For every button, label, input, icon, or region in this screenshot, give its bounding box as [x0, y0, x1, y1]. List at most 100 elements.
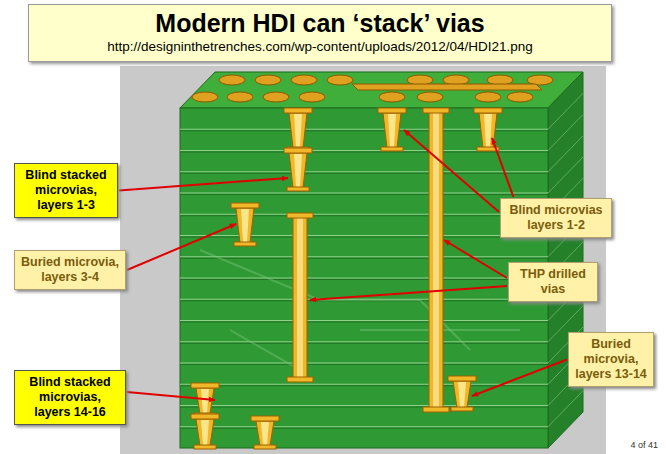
layer-line	[180, 258, 548, 259]
layer-line	[180, 235, 548, 236]
leader-arrow	[444, 240, 507, 278]
layer-line	[180, 364, 548, 365]
microvia	[284, 148, 312, 191]
layer-line	[180, 428, 548, 429]
callout-box: Buried microvia, layers 3-4	[14, 250, 126, 290]
layer-line	[548, 115, 583, 151]
callout-box: Blind stacked microvias, layers 1-3	[14, 163, 118, 218]
top-trace	[352, 84, 542, 90]
top-pad	[327, 75, 353, 85]
via-pad	[378, 108, 406, 113]
layer-line	[180, 215, 548, 216]
callout-box: Buried microvia, layers 13-14	[568, 332, 654, 387]
layer-line	[180, 300, 548, 301]
layer-line	[180, 171, 548, 172]
layer-line	[180, 237, 548, 238]
layer-line	[180, 426, 548, 427]
via-pad	[191, 383, 219, 388]
via-core	[458, 382, 466, 407]
layer-line	[180, 363, 548, 364]
via-pad	[381, 147, 403, 151]
via-pad	[423, 407, 449, 412]
layer-line	[180, 384, 548, 385]
microvia	[251, 416, 279, 449]
leader-arrow	[127, 224, 236, 270]
layer-line	[180, 407, 548, 408]
callout-text: THP drilled vias	[514, 267, 592, 297]
inner-trace	[230, 330, 300, 370]
via-pad	[448, 376, 476, 381]
via-barrel	[383, 113, 401, 148]
via-barrel	[256, 421, 274, 446]
via-barrel	[293, 215, 307, 380]
layer-line	[180, 256, 548, 257]
top-pad	[507, 92, 533, 102]
via-pad	[254, 445, 276, 449]
layer-line	[180, 343, 548, 344]
layer-line	[180, 385, 548, 386]
drilled-via	[287, 213, 313, 382]
source-url: http://designinthetrenches.com/wp-conten…	[37, 38, 603, 56]
layer-line	[548, 136, 583, 172]
leader-arrow	[492, 138, 513, 197]
slide-title: Modern HDI can ‘stack’ vias	[37, 8, 603, 38]
layer-line	[180, 341, 548, 342]
via-barrel	[289, 113, 307, 148]
drilled-via	[423, 108, 449, 412]
via-pad	[287, 213, 313, 218]
via-pad	[423, 108, 449, 113]
via-pad	[287, 377, 313, 382]
top-pad	[192, 92, 218, 102]
page-number: 4 of 41	[630, 440, 658, 450]
microvia	[474, 108, 502, 151]
via-pad	[191, 414, 219, 419]
layer-line	[180, 279, 548, 280]
layer-line	[180, 194, 548, 195]
via-pad	[234, 242, 256, 246]
callout-text: Blind stacked microvias, layers 14-16	[20, 375, 120, 420]
microvia	[191, 414, 219, 449]
via-barrel	[453, 381, 471, 408]
via-core	[201, 389, 209, 413]
top-pad	[255, 75, 281, 85]
leader-arrow	[127, 392, 215, 400]
leader-arrow	[404, 130, 499, 212]
layer-line	[180, 405, 548, 406]
top-pad	[263, 92, 289, 102]
callout-text: Buried microvia, layers 13-14	[574, 337, 648, 382]
via-pad	[451, 407, 473, 411]
callout-box: THP drilled vias	[508, 262, 598, 302]
side-face	[548, 72, 583, 448]
leader-arrows	[119, 130, 567, 400]
via-pad	[474, 108, 502, 113]
image-ground	[120, 66, 606, 454]
via-pad	[194, 445, 216, 449]
title-box: Modern HDI can ‘stack’ viashttp://design…	[28, 4, 612, 62]
top-pad	[299, 92, 325, 102]
via-core	[484, 114, 492, 147]
layer-line	[548, 157, 583, 193]
top-pad	[219, 75, 245, 85]
via-core	[241, 209, 249, 242]
layer-line	[548, 391, 583, 427]
via-pad	[284, 108, 312, 113]
via-barrel	[196, 388, 214, 414]
front-face	[180, 108, 548, 448]
via-core	[261, 422, 269, 445]
leader-arrow	[472, 360, 567, 397]
via-pad	[231, 203, 259, 208]
top-pad	[417, 92, 443, 102]
via-core	[388, 114, 396, 147]
callout-text: Blind microvias layers 1-2	[506, 203, 606, 233]
via-core	[297, 218, 303, 377]
layer-line	[180, 214, 548, 215]
microvia	[448, 376, 476, 411]
inner-trace	[320, 299, 420, 301]
via-pad	[251, 416, 279, 421]
layer-line	[180, 299, 548, 300]
inner-trace	[420, 300, 470, 350]
via-pad	[287, 187, 309, 191]
top-pad	[227, 92, 253, 102]
layer-line	[548, 93, 583, 129]
via-core	[294, 154, 302, 187]
